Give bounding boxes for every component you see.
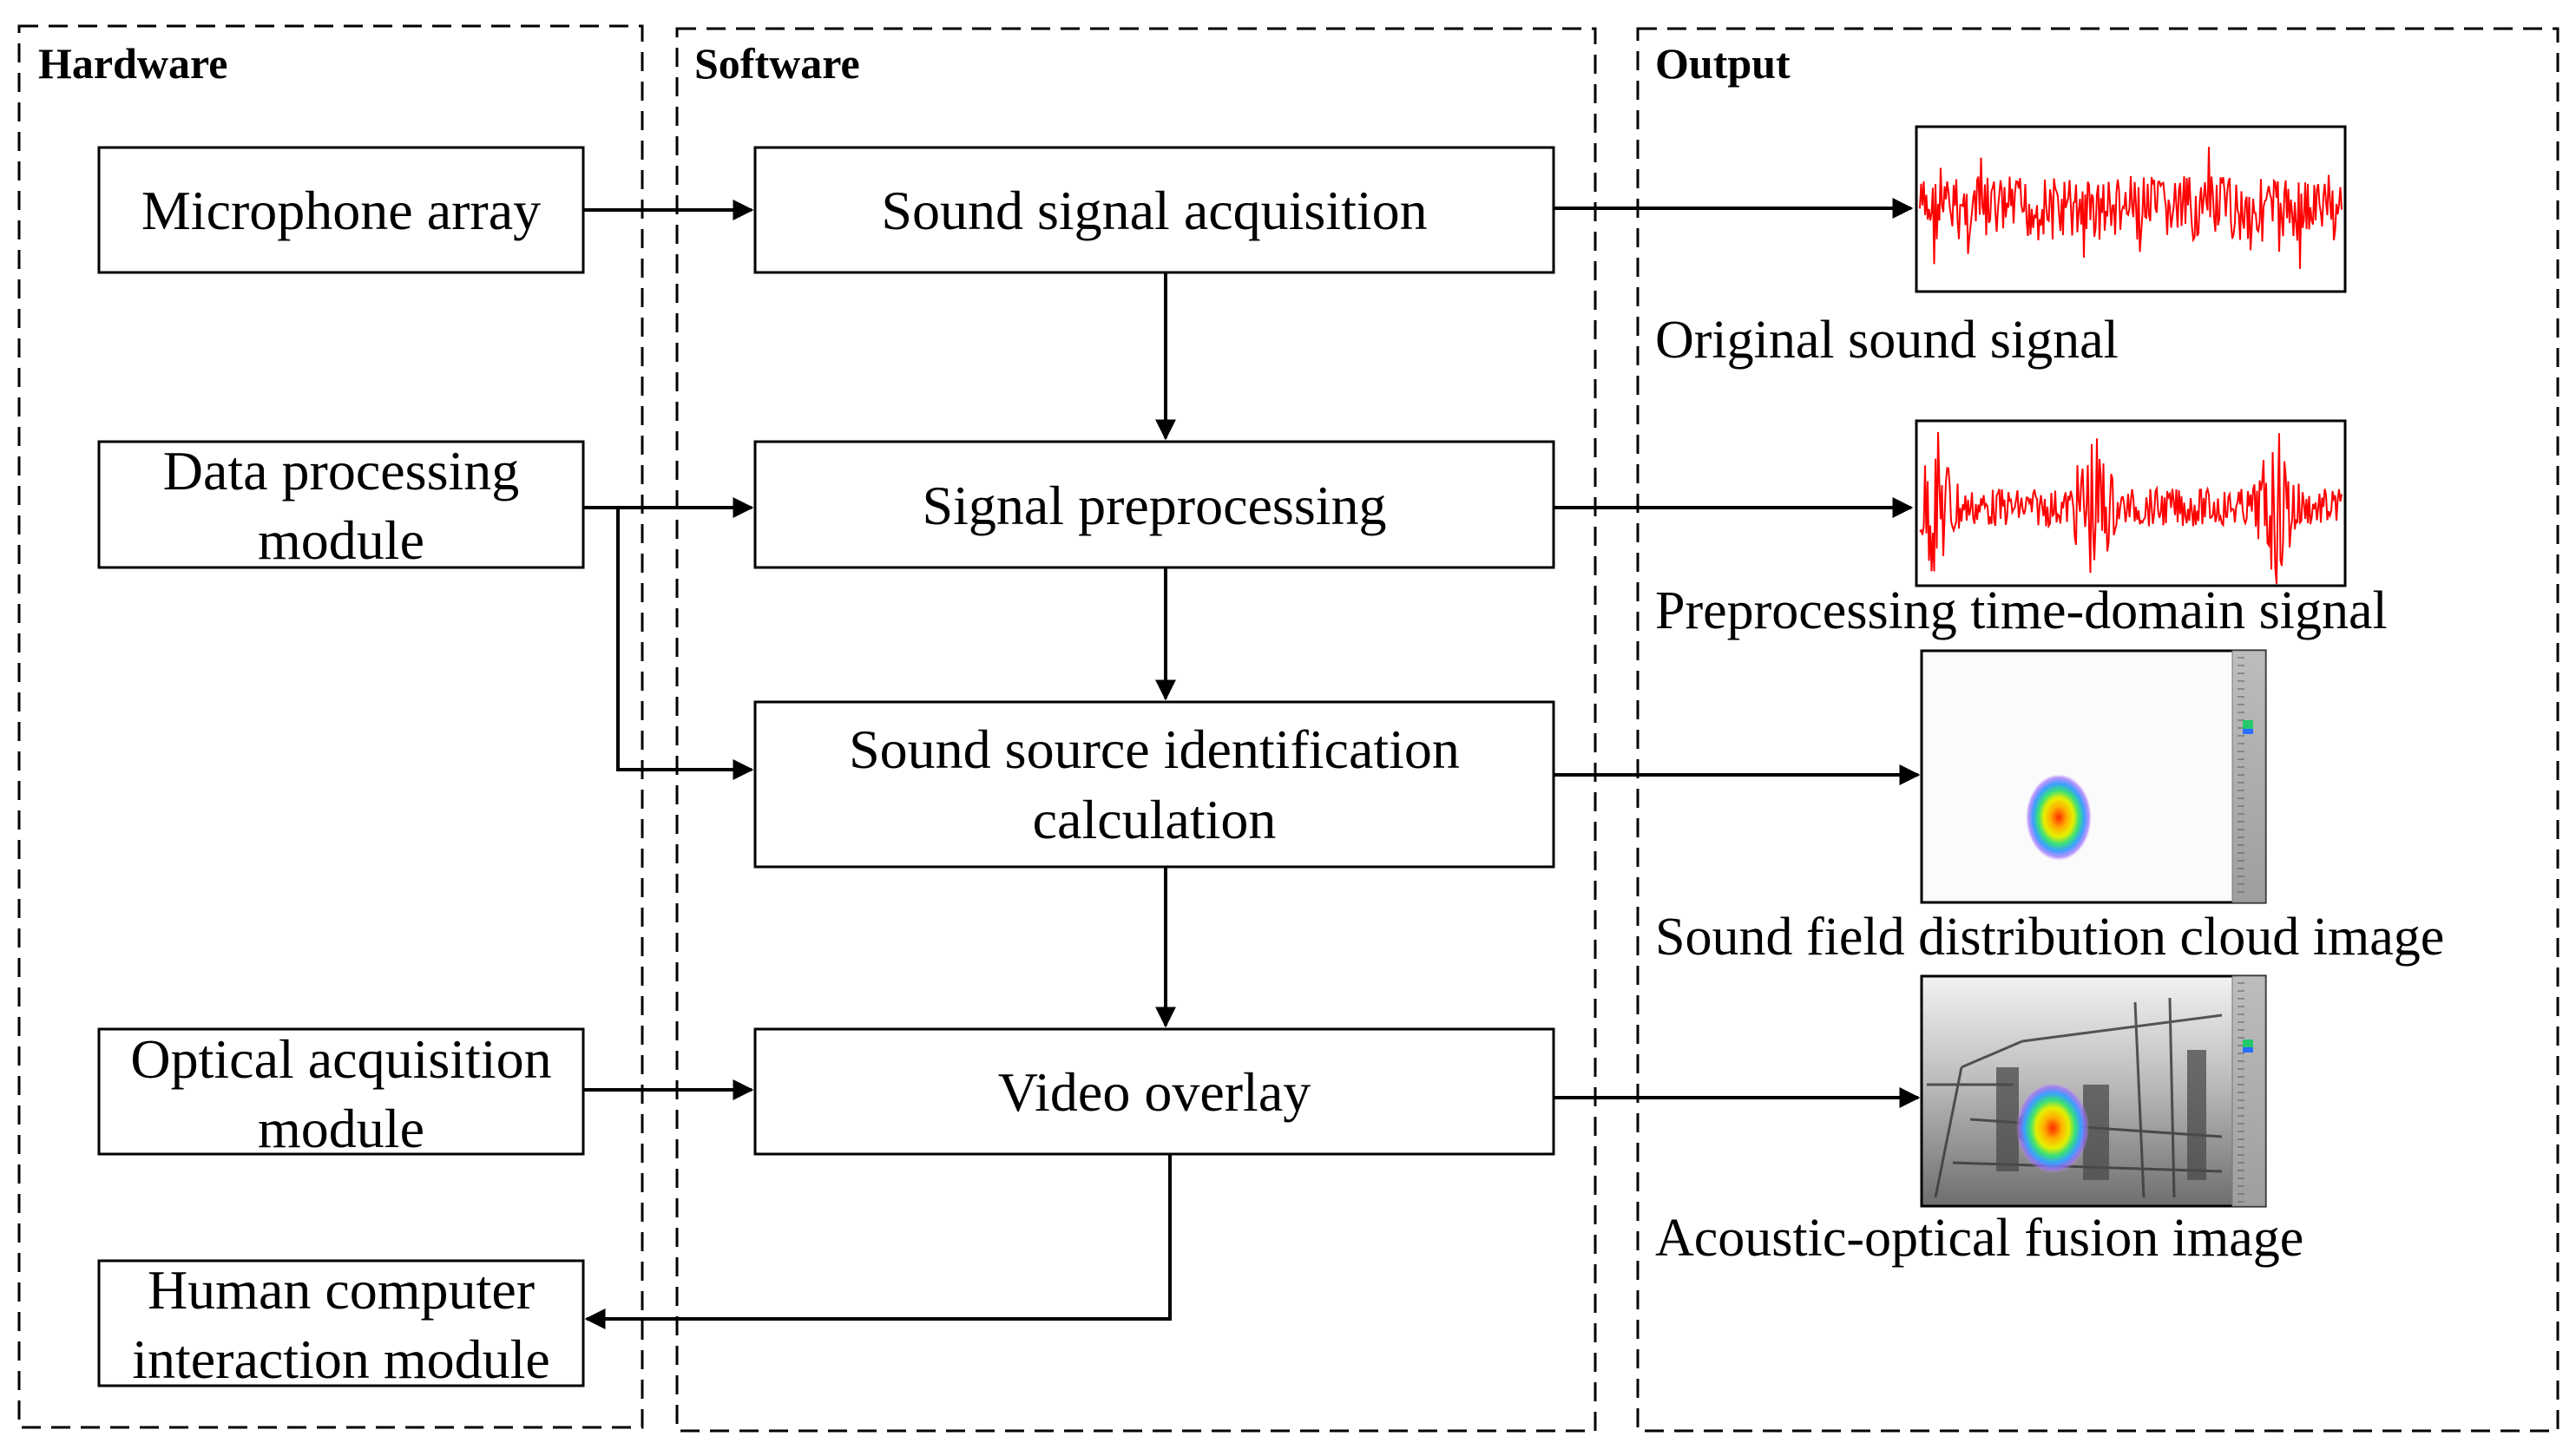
signal-preprocessing-label: Signal preprocessing [923, 475, 1387, 536]
preprocessed-signal-plot [1915, 419, 2347, 587]
acoustic-optical-fusion-image [1920, 974, 2267, 1208]
video-overlay-label: Video overlay [998, 1061, 1311, 1123]
video-overlay-box: Video overlay [753, 1027, 1555, 1156]
edge-overlay-to-hci [584, 1154, 1172, 1329]
optical-acquisition-label-line1: Optical acquisition [130, 1028, 551, 1090]
optical-acquisition-label-line2: module [258, 1098, 424, 1159]
hardware-panel [17, 24, 644, 1429]
hci-label-line2: interaction module [132, 1328, 550, 1390]
output-panel-title: Output [1655, 39, 1791, 88]
software-panel-title: Software [694, 39, 860, 88]
acoustic-optical-fusion-caption: Acoustic-optical fusion image [1655, 1209, 2303, 1268]
identification-label-line2: calculation [1033, 789, 1277, 850]
data-processing-label-line2: module [258, 509, 424, 571]
preprocessed-signal-caption: Preprocessing time-domain signal [1655, 581, 2388, 640]
output-panel [1636, 27, 2560, 1433]
original-signal-waveform [1919, 147, 2343, 269]
signal-preprocessing-box: Signal preprocessing [753, 440, 1555, 569]
human-computer-interaction-module-box: Human computer interaction module [97, 1259, 585, 1390]
preprocessed-signal-waveform [1919, 431, 2343, 585]
original-sound-signal-caption: Original sound signal [1655, 311, 2119, 370]
original-sound-signal-plot [1915, 125, 2347, 293]
identification-label-line1: Sound source identification [849, 718, 1460, 780]
data-processing-label-line1: Data processing [163, 440, 520, 502]
fusion-hotspot [2016, 1083, 2089, 1173]
software-panel [675, 27, 1597, 1433]
optical-acquisition-module-box: Optical acquisition module [97, 1027, 585, 1159]
sound-field-cloud-image [1920, 649, 2267, 904]
sound-signal-acquisition-box: Sound signal acquisition [753, 146, 1555, 274]
hci-label-line1: Human computer [148, 1259, 535, 1321]
sound-field-cloud-caption: Sound field distribution cloud image [1655, 908, 2444, 967]
sound-source-hotspot [2026, 774, 2092, 861]
edge-dataproc-to-identification [616, 508, 754, 780]
sound-signal-acquisition-label: Sound signal acquisition [881, 180, 1427, 241]
hardware-panel-title: Hardware [38, 39, 227, 88]
microphone-array-box: Microphone array [97, 146, 585, 274]
microphone-array-label: Microphone array [141, 180, 541, 241]
data-processing-module-box: Data processing module [97, 440, 585, 571]
sound-source-identification-box: Sound source identification calculation [753, 700, 1555, 869]
